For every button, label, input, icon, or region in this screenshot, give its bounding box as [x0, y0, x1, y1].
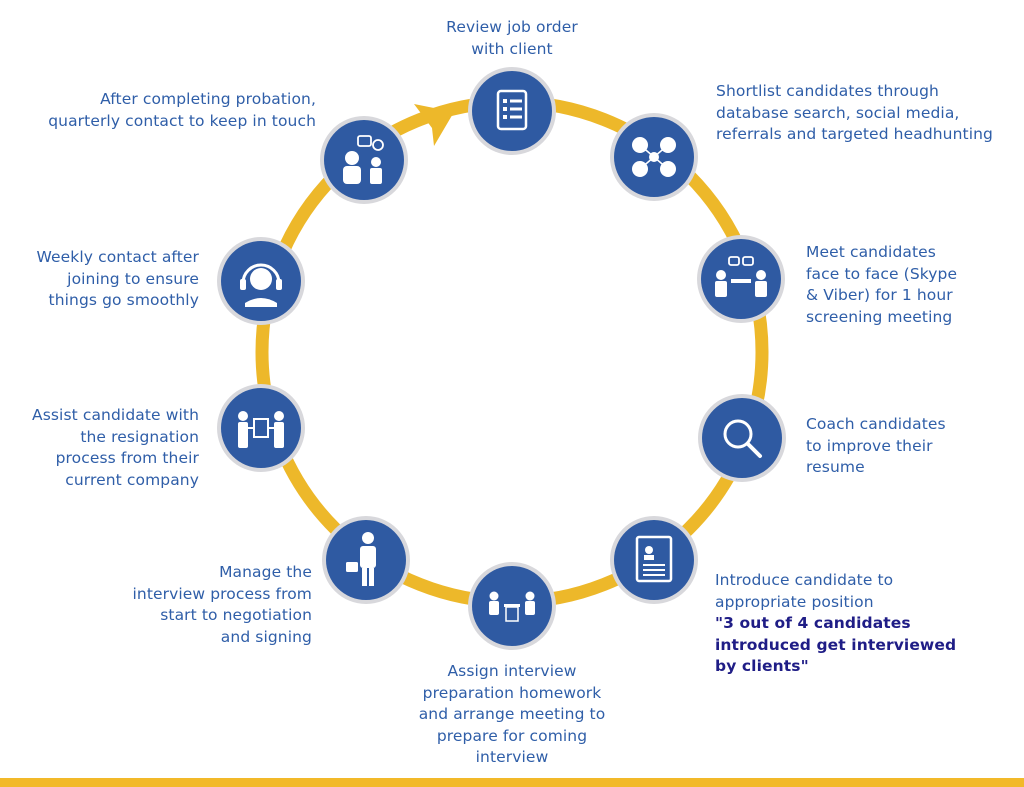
step-node-weekly — [217, 237, 305, 325]
step-node-review — [468, 67, 556, 155]
step-label-meet: Meet candidates face to face (Skype & Vi… — [806, 243, 958, 326]
step-node-assist — [217, 384, 305, 472]
bottom-accent-bar — [0, 778, 1024, 787]
step-label-review: Review job order with client — [446, 18, 578, 58]
node-circle — [221, 388, 301, 468]
node-circle — [472, 71, 552, 151]
interview-desk-icon — [489, 591, 535, 622]
step-label-assist: Assist candidate with the resignation pr… — [32, 406, 199, 489]
node-circle — [702, 398, 782, 478]
step-label-coach: Coach candidates to improve their resume — [806, 415, 946, 476]
magnifier-icon — [723, 419, 762, 458]
step-node-coach — [698, 394, 786, 482]
step-label-assign: Assign interview preparation homework an… — [418, 662, 606, 766]
meeting-table-icon — [715, 256, 767, 297]
headset-support-icon — [240, 263, 282, 307]
step-node-assign — [468, 562, 556, 650]
social-media-network-icon — [632, 137, 676, 177]
node-circle — [324, 120, 404, 200]
step-node-quarterly — [320, 116, 408, 204]
step-node-manage — [322, 516, 410, 604]
people-chat-icon — [343, 135, 384, 184]
step-label-introduce: Introduce candidate to appropriate posit… — [715, 571, 957, 675]
resume-profile-icon — [635, 535, 673, 583]
businessman-briefcase-icon — [346, 532, 376, 586]
step-node-introduce — [610, 516, 698, 604]
document-checklist-icon — [496, 89, 528, 131]
introduce-quote: "3 out of 4 candidates — [715, 614, 911, 632]
step-node-shortlist — [610, 113, 698, 201]
step-label-weekly: Weekly contact after joining to ensure t… — [36, 248, 199, 309]
step-label-shortlist: Shortlist candidates through database se… — [716, 82, 993, 143]
cycle-arrow-icon — [414, 104, 454, 146]
step-label-manage: Manage the interview process from start … — [132, 563, 312, 646]
handover-document-icon — [238, 411, 284, 448]
step-node-meet — [697, 235, 785, 323]
step-label-quarterly: After completing probation, quarterly co… — [48, 90, 316, 130]
